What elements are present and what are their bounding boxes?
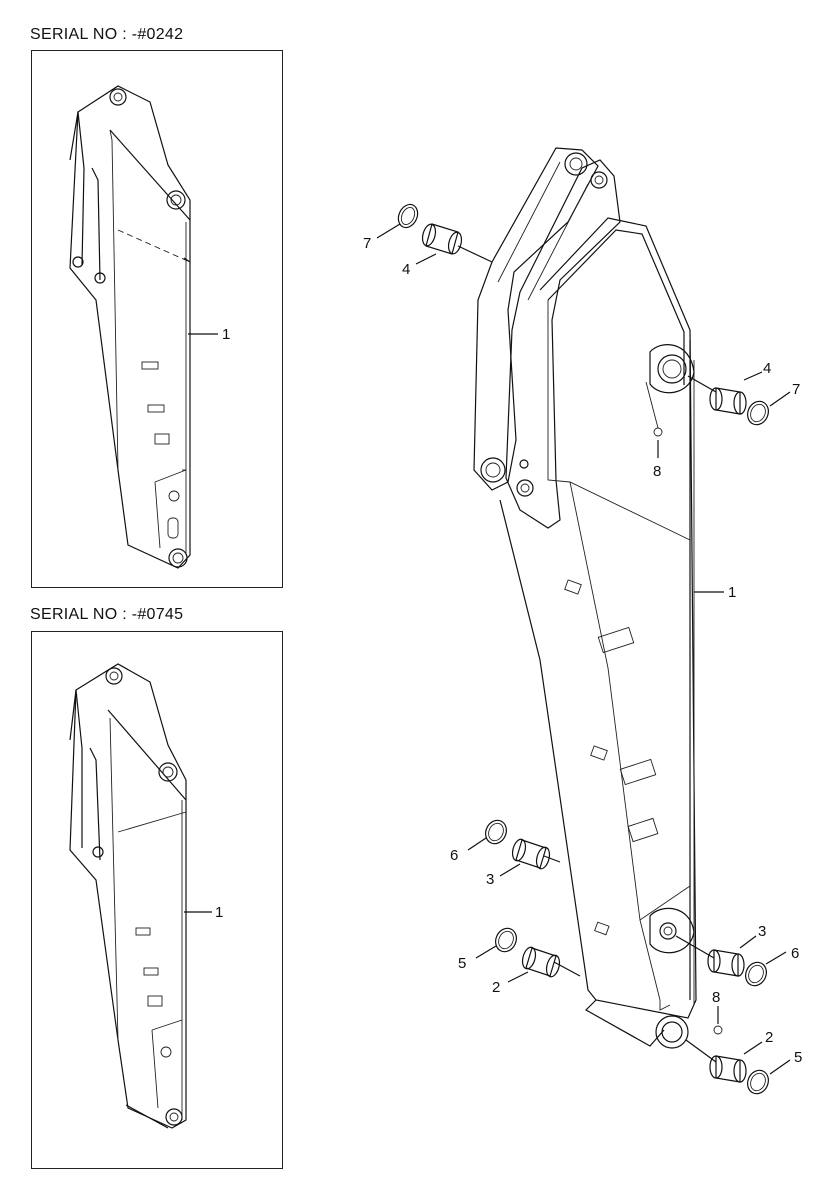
- bushing-3-right: [707, 949, 745, 977]
- bushing-4-upper-left: [421, 223, 463, 255]
- callout-8-lower: 8: [712, 989, 720, 1006]
- arm-drawing-bottom: [69, 663, 212, 1129]
- callout-6-right: 6: [791, 945, 799, 962]
- callout-2-right: 2: [765, 1029, 773, 1046]
- ring-6-right: [745, 961, 767, 987]
- bushing-2-left: [521, 946, 561, 978]
- ring-7-upper-left: [397, 203, 419, 229]
- arm-drawing-top: [69, 85, 218, 569]
- ring-6-left: [485, 819, 507, 845]
- serial-label-top: SERIAL NO : -#0242: [30, 26, 184, 43]
- bushing-2-right: [709, 1055, 747, 1083]
- callout-4-upper-right: 4: [763, 360, 771, 377]
- callout-5-right: 5: [794, 1049, 802, 1066]
- bushing-3-left: [511, 838, 551, 870]
- callout-1-main: 1: [728, 584, 736, 601]
- ring-5-left: [495, 927, 517, 953]
- callout-7-upper-left: 7: [363, 235, 371, 252]
- bushing-4-upper-right: [709, 387, 747, 415]
- callout-3-left: 3: [486, 871, 494, 888]
- ring-5-right: [747, 1069, 769, 1095]
- callout-1-bottom: 1: [215, 904, 223, 921]
- serial-label-bottom: SERIAL NO : -#0745: [30, 606, 184, 623]
- callout-6-left: 6: [450, 847, 458, 864]
- arm-drawing-main: [473, 147, 723, 1049]
- callout-7-upper-right: 7: [792, 381, 800, 398]
- callout-5-left: 5: [458, 955, 466, 972]
- inset-frame-bottom: [31, 631, 283, 1169]
- ring-7-upper-right: [747, 400, 769, 426]
- callout-1-top: 1: [222, 326, 230, 343]
- callout-4-upper-left: 4: [402, 261, 410, 278]
- callout-8-upper: 8: [653, 463, 661, 480]
- callout-2-left: 2: [492, 979, 500, 996]
- leader-lines: [376, 223, 791, 1075]
- callout-3-right: 3: [758, 923, 766, 940]
